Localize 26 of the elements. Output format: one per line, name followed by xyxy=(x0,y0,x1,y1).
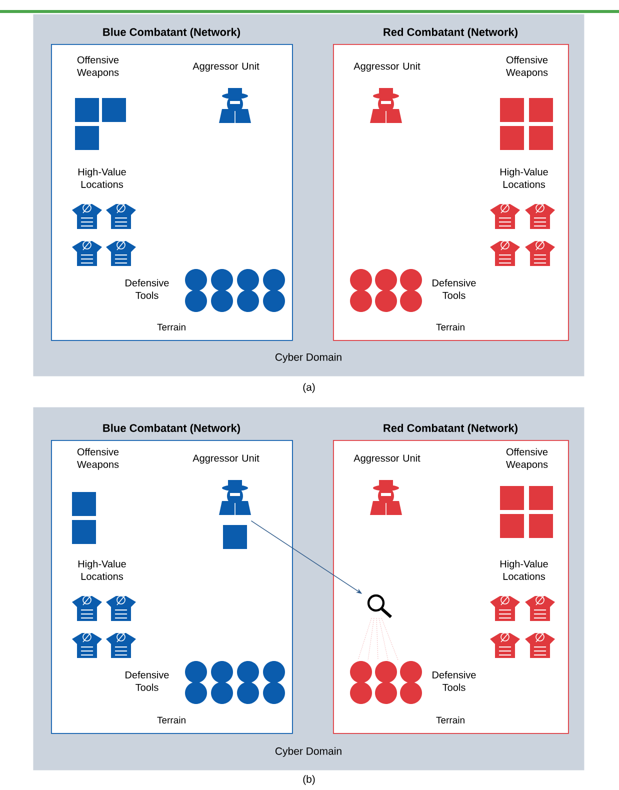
magnifier-icon xyxy=(367,594,392,618)
weapon-square xyxy=(72,520,96,544)
group-label: Offensive Weapons xyxy=(77,56,119,78)
group-label: High-Value Locations xyxy=(78,168,126,188)
group-label: Aggressor Unit xyxy=(354,454,420,464)
caption: (b) xyxy=(303,775,315,785)
group-label: Defensive Tools xyxy=(432,279,476,299)
group-label: High-Value Locations xyxy=(500,560,548,580)
weapon-square xyxy=(72,492,96,516)
group-label: High-Value Locations xyxy=(500,168,548,188)
node-label: Red Combatant (Network) xyxy=(384,28,518,38)
group-label: Offensive Weapons xyxy=(506,56,548,78)
group-label: Defensive Tools xyxy=(126,279,169,299)
group-label: Aggressor Unit xyxy=(192,454,260,464)
group-label: Offensive Weapons xyxy=(77,448,119,470)
weapon-square xyxy=(223,525,247,549)
group-label: Defensive Tools xyxy=(432,671,476,691)
node-label: Red Combatant (Network) xyxy=(384,424,518,434)
group-label: Offensive Weapons xyxy=(506,448,548,470)
group-label: Aggressor Unit xyxy=(192,62,260,72)
node-label: Blue Combatant (Network) xyxy=(103,424,240,434)
group-label: Defensive Tools xyxy=(126,671,169,691)
group-label: Aggressor Unit xyxy=(354,62,420,72)
caption: (a) xyxy=(303,383,315,393)
node-label: Blue Combatant (Network) xyxy=(103,28,240,38)
group-label: High-Value Locations xyxy=(78,560,126,580)
